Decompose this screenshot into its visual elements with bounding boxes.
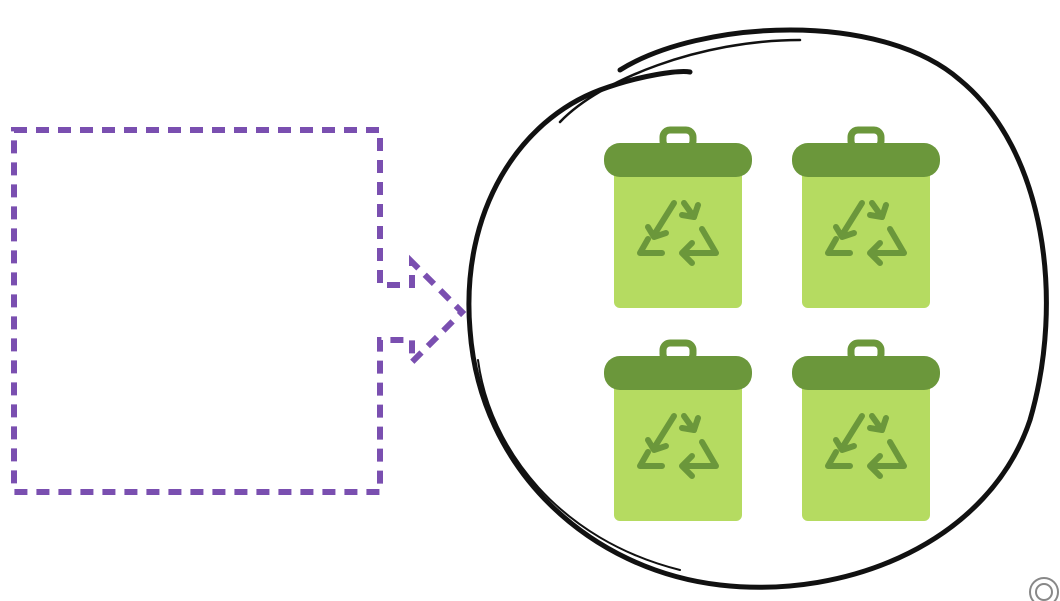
recycle-bin-icon — [604, 339, 752, 521]
corner-logo-icon — [1029, 577, 1059, 601]
recycle-bin-icon — [792, 126, 940, 308]
recycle-bin-icon — [604, 126, 752, 308]
arrow-box-outline — [11, 127, 467, 495]
recycle-bin-icon — [792, 339, 940, 521]
sketch-circle — [466, 27, 1049, 590]
